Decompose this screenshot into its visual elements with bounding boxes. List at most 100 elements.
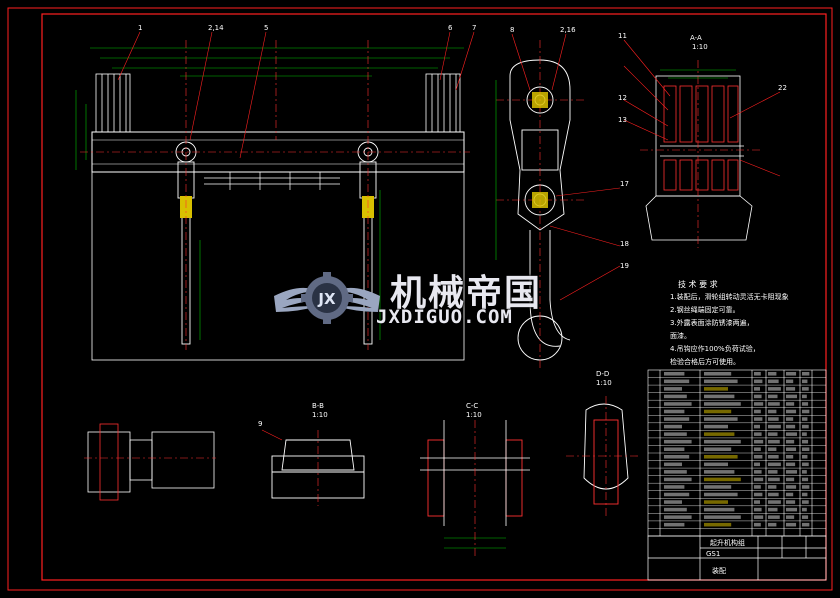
table-cell-text-mark: [754, 402, 764, 406]
table-cell-text-mark: [754, 432, 762, 436]
table-cell-text-mark: [704, 394, 735, 399]
table-cell-text-mark: [754, 417, 763, 421]
section-a-a: [623, 39, 781, 248]
section-scale-cc: 1:10: [466, 411, 482, 419]
table-cell-text-mark: [754, 470, 762, 474]
table-cell-text-mark: [768, 455, 779, 459]
table-cell-text-mark: [786, 492, 794, 497]
part-number-19: 19: [620, 262, 629, 270]
table-cell-text-mark: [664, 455, 690, 459]
inner-frame: [41, 13, 827, 581]
notes-line: 检验合格后方可使用。: [670, 358, 740, 366]
table-cell-text-mark: [786, 485, 797, 489]
part-number-12: 12: [618, 94, 627, 102]
table-cell-text-mark: [768, 492, 779, 497]
notes-line: 1.装配后，滑轮组转动灵活无卡阻现象: [670, 293, 789, 301]
table-cell-text-mark: [802, 417, 808, 421]
table-cell-text-mark: [768, 387, 781, 391]
table-cell-text-mark: [768, 379, 779, 384]
table-cell-text-mark: [802, 439, 809, 444]
section-c-c: [420, 420, 530, 556]
table-cell-text-mark: [704, 515, 741, 519]
table-cell-text-mark: [802, 394, 807, 399]
table-cell-text-mark: [786, 439, 795, 444]
notes-line: 3.外露表面涂防锈漆两遍，: [670, 319, 754, 327]
table-cell-text-mark: [802, 432, 807, 436]
table-cell-text-mark: [704, 500, 728, 504]
table-cell-text-mark: [786, 387, 796, 391]
section-label-bb: B-B: [312, 402, 324, 410]
table-cell-text-mark: [664, 462, 682, 467]
table-cell-text-mark: [704, 522, 732, 527]
table-cell-text-mark: [754, 485, 761, 489]
table-cell-text-mark: [768, 477, 780, 482]
table-cell-text-mark: [754, 372, 761, 376]
table-cell-text-mark: [802, 522, 810, 527]
part-number-9: 9: [258, 420, 263, 428]
table-cell-text-mark: [802, 455, 808, 459]
drawing-code: GS1: [706, 550, 721, 558]
table-cell-text-mark: [768, 372, 777, 376]
table-cell-text-mark: [704, 477, 741, 482]
table-cell-text-mark: [754, 424, 760, 429]
table-cell-text-mark: [786, 394, 798, 399]
watermark-url: JXDIGUO.COM: [376, 306, 513, 328]
table-cell-text-mark: [768, 439, 780, 444]
table-cell-text-mark: [704, 379, 738, 384]
table-cell-text-mark: [664, 522, 685, 527]
table-cell-text-mark: [786, 462, 796, 467]
table-cell-text-mark: [786, 447, 797, 451]
table-cell-text-mark: [754, 500, 760, 504]
technical-requirements: 技 术 要 求 1.装配后，滑轮组转动灵活无卡阻现象 2.钢丝绳端固定可靠。 3…: [670, 278, 830, 369]
table-cell-text-mark: [704, 387, 728, 391]
table-cell-text-mark: [664, 424, 682, 429]
table-cell-text-mark: [786, 522, 797, 527]
table-cell-text-mark: [754, 477, 764, 482]
table-cell-text-mark: [802, 500, 809, 504]
table-cell-text-mark: [704, 507, 735, 512]
part-number-17: 17: [620, 180, 629, 188]
table-cell-text-mark: [768, 424, 781, 429]
table-cell-text-mark: [768, 402, 780, 406]
part-number-5: 5: [264, 24, 269, 32]
section-scale-bb: 1:10: [312, 411, 328, 419]
table-cell-text-mark: [786, 507, 798, 512]
table-cell-text-mark: [802, 372, 810, 376]
table-cell-text-mark: [664, 402, 692, 406]
table-cell-text-mark: [754, 492, 763, 497]
table-cell-text-mark: [664, 470, 687, 474]
logo-badge-text: JX: [317, 290, 336, 308]
table-cell-text-mark: [802, 477, 809, 482]
table-cell-text-mark: [768, 500, 781, 504]
table-cell-text-mark: [786, 379, 794, 384]
drawing-title: 起升机构组: [710, 539, 745, 547]
table-cell-text-mark: [704, 417, 738, 421]
table-cell-text-mark: [664, 447, 685, 451]
table-cell-text-mark: [704, 447, 732, 451]
table-cell-text-mark: [754, 455, 763, 459]
table-cell-text-mark: [704, 492, 738, 497]
table-cell-text-mark: [786, 409, 797, 414]
table-cell-text-mark: [768, 485, 777, 489]
table-cell-text-mark: [704, 372, 732, 376]
table-cell-text-mark: [754, 387, 760, 391]
table-cell-text-mark: [664, 432, 687, 436]
part-number-13: 13: [618, 116, 627, 124]
table-cell-text-mark: [768, 447, 777, 451]
section-scale-dd: 1:10: [596, 379, 612, 387]
table-cell-text-mark: [664, 372, 685, 376]
front-view: [75, 31, 475, 361]
notes-heading: 技 术 要 求: [678, 280, 718, 289]
table-cell-text-mark: [768, 522, 777, 527]
table-cell-text-mark: [802, 409, 810, 414]
table-cell-text-mark: [768, 432, 778, 436]
table-cell-text-mark: [664, 507, 687, 512]
section-label-aa: A-A: [690, 34, 702, 42]
table-cell-text-mark: [786, 477, 795, 482]
table-cell-text-mark: [802, 470, 807, 474]
part-number-2-16: 2,16: [560, 26, 576, 34]
table-cell-text-mark: [664, 409, 685, 414]
table-cell-text-mark: [704, 424, 728, 429]
table-cell-text-mark: [768, 470, 778, 474]
